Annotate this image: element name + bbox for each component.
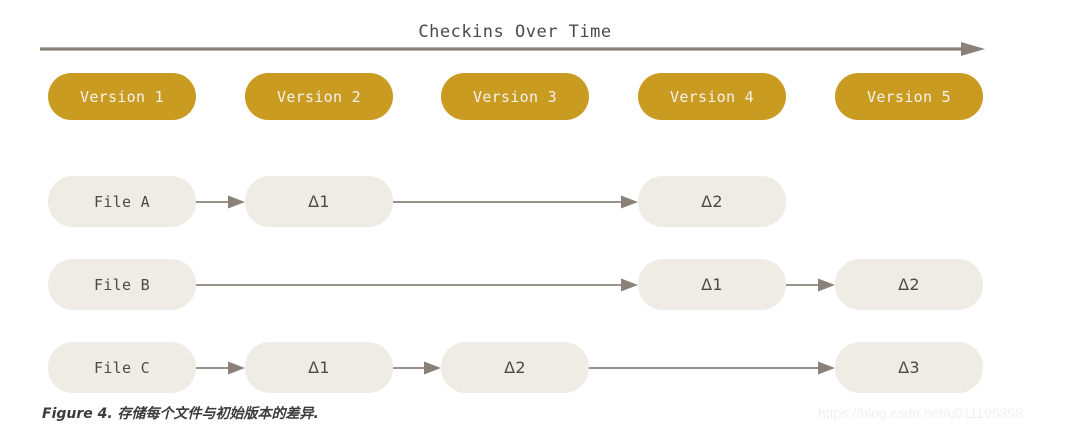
version-chip-4[interactable]: Version 4 xyxy=(638,73,786,120)
file-label-chip-b[interactable]: File B xyxy=(48,259,196,310)
arrow-connector-b-0 xyxy=(196,278,638,292)
delta-chip-c-2[interactable]: Δ2 xyxy=(441,342,589,393)
delta-chip-c-3[interactable]: Δ3 xyxy=(835,342,983,393)
version-chip-3[interactable]: Version 3 xyxy=(441,73,589,120)
file-row-c: File C Δ1 Δ2 Δ3 xyxy=(0,342,1066,394)
version-chip-1[interactable]: Version 1 xyxy=(48,73,196,120)
timeline-arrow-icon xyxy=(40,42,985,56)
arrow-connector-c-2 xyxy=(589,361,835,375)
file-row-a: File A Δ1 Δ2 xyxy=(0,176,1066,228)
delta-chip-a-2[interactable]: Δ2 xyxy=(638,176,786,227)
file-label-chip-a[interactable]: File A xyxy=(48,176,196,227)
arrow-connector-a-1 xyxy=(393,195,638,209)
delta-chip-c-1[interactable]: Δ1 xyxy=(245,342,393,393)
version-chip-5[interactable]: Version 5 xyxy=(835,73,983,120)
delta-chip-b-1[interactable]: Δ1 xyxy=(638,259,786,310)
timeline-title: Checkins Over Time xyxy=(418,22,612,42)
delta-chip-a-1[interactable]: Δ1 xyxy=(245,176,393,227)
file-row-b: File B Δ1 Δ2 xyxy=(0,259,1066,311)
arrow-connector-c-1 xyxy=(393,361,441,375)
watermark-text: https://blog.csdn.net/u011195398 xyxy=(818,405,1023,421)
arrow-connector-a-0 xyxy=(196,195,245,209)
arrow-connector-c-0 xyxy=(196,361,245,375)
delta-chip-b-2[interactable]: Δ2 xyxy=(835,259,983,310)
figure-caption: Figure 4. 存储每个文件与初始版本的差异. xyxy=(42,406,319,422)
arrow-connector-b-1 xyxy=(786,278,835,292)
file-label-chip-c[interactable]: File C xyxy=(48,342,196,393)
version-chip-2[interactable]: Version 2 xyxy=(245,73,393,120)
